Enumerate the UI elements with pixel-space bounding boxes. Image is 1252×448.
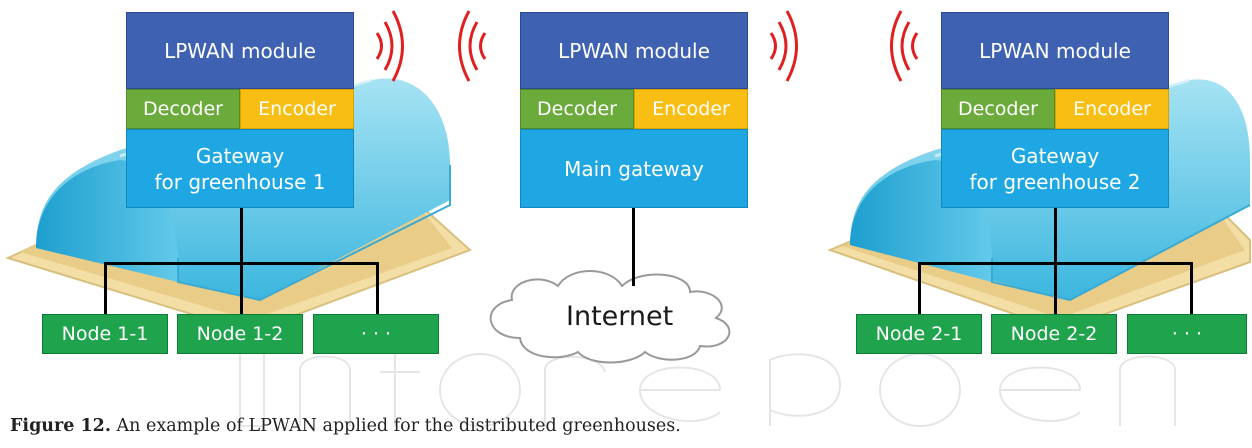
main-lpwan-label: LPWAN module — [558, 38, 710, 63]
figure-caption-label: Figure 12. — [10, 416, 111, 436]
main-encoder-label: Encoder — [652, 98, 730, 120]
gw2-encoder: Encoder — [1055, 89, 1169, 129]
radio-waves-right-1-icon — [375, 10, 404, 82]
radio-waves-left-main-icon — [458, 10, 487, 82]
main-lpwan-module: LPWAN module — [520, 12, 748, 89]
node-2-1-label: Node 2-1 — [875, 323, 963, 345]
node-1-more: · · · — [313, 314, 439, 354]
gw2-lpwan-module: LPWAN module — [941, 12, 1169, 89]
node-2-2-label: Node 2-2 — [1010, 323, 1098, 345]
node-1-1-label: Node 1-1 — [61, 323, 149, 345]
gw2-gateway-label-line1: Gateway — [1010, 143, 1100, 168]
gw1-drop-2-wire — [240, 262, 243, 314]
node-2-1: Node 2-1 — [856, 314, 982, 354]
gw2-gateway: Gateway for greenhouse 2 — [941, 129, 1169, 208]
gw2-decoder-label: Decoder — [958, 98, 1038, 120]
main-gateway-label-line1: Main gateway — [564, 156, 704, 181]
gw1-encoder: Encoder — [240, 89, 354, 129]
internet-label: Internet — [566, 301, 674, 332]
node-2-2: Node 2-2 — [991, 314, 1117, 354]
node-1-more-label: · · · — [360, 323, 392, 345]
figure-caption-text: An example of LPWAN applied for the dist… — [110, 416, 681, 436]
gw1-decoder: Decoder — [126, 89, 240, 129]
gw1-gateway-label-line2: for greenhouse 1 — [154, 169, 326, 194]
gw2-encoder-label: Encoder — [1073, 98, 1151, 120]
gw2-trunk-wire — [1054, 208, 1057, 264]
gw2-drop-2-wire — [1054, 262, 1057, 314]
node-2-more: · · · — [1127, 314, 1247, 354]
main-trunk-wire — [632, 208, 635, 286]
main-decoder: Decoder — [520, 89, 634, 129]
figure-caption: Figure 12. An example of LPWAN applied f… — [10, 416, 681, 436]
main-gateway: Main gateway — [520, 129, 748, 208]
gw1-encoder-label: Encoder — [258, 98, 336, 120]
gw2-lpwan-label: LPWAN module — [979, 38, 1131, 63]
gw2-drop-1-wire — [918, 262, 921, 314]
gw1-trunk-wire — [240, 208, 243, 264]
radio-waves-right-main-icon — [769, 10, 798, 82]
main-decoder-label: Decoder — [537, 98, 617, 120]
radio-waves-left-2-icon — [890, 10, 919, 82]
watermark-graphic — [239, 349, 1176, 427]
gw2-gateway-label-line2: for greenhouse 2 — [969, 169, 1141, 194]
internet-cloud-icon — [489, 270, 731, 364]
node-1-1: Node 1-1 — [42, 314, 168, 354]
gw1-lpwan-label: LPWAN module — [164, 38, 316, 63]
gw1-drop-1-wire — [104, 262, 107, 314]
main-encoder: Encoder — [634, 89, 748, 129]
gw1-drop-3-wire — [376, 262, 379, 314]
node-1-2: Node 1-2 — [177, 314, 303, 354]
gw2-decoder: Decoder — [941, 89, 1055, 129]
node-1-2-label: Node 1-2 — [196, 323, 284, 345]
gw1-gateway: Gateway for greenhouse 1 — [126, 129, 354, 208]
gw2-drop-3-wire — [1190, 262, 1193, 314]
gw1-decoder-label: Decoder — [143, 98, 223, 120]
gw1-lpwan-module: LPWAN module — [126, 12, 354, 89]
node-2-more-label: · · · — [1171, 323, 1203, 345]
gw1-gateway-label-line1: Gateway — [195, 143, 285, 168]
